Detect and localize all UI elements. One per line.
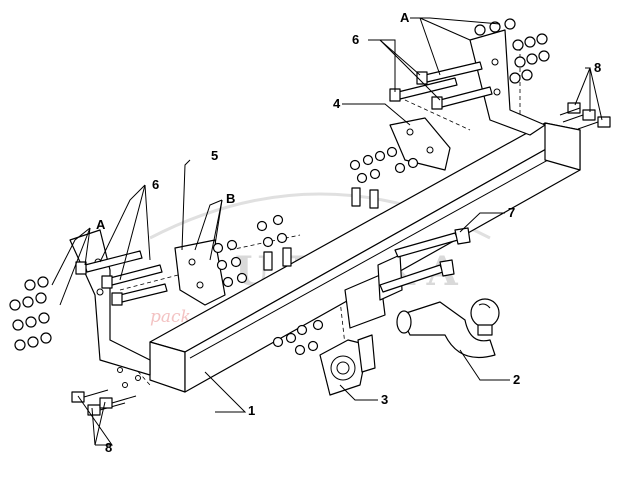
callout-a-left: A: [96, 217, 106, 232]
callout-4: 4: [333, 96, 341, 111]
leader-lines: [51, 17, 603, 446]
socket-plate: [319, 334, 376, 396]
callout-6-left: 6: [152, 177, 159, 192]
callout-8-right: 8: [594, 60, 601, 75]
callout-a-right: A: [400, 10, 410, 25]
callout-2: 2: [513, 372, 520, 387]
towball-bolts: [379, 227, 471, 293]
nuts-washers-left: [9, 276, 52, 351]
callout-b: B: [226, 191, 235, 206]
bolts-short-left: [71, 389, 137, 416]
nuts-washers-4: [349, 146, 419, 209]
bolts-right: [389, 61, 493, 110]
main-crossbeam: [149, 122, 581, 393]
callout-1: 1: [248, 403, 255, 418]
callout-5: 5: [211, 148, 218, 163]
nuts-washers-right: [474, 18, 550, 84]
callout-labels: 1 2 3 4 5 6 6 7 8 8 A A B: [96, 10, 601, 455]
callout-6-right: 6: [352, 32, 359, 47]
bolts-left: [75, 250, 168, 306]
callout-3: 3: [381, 392, 388, 407]
towball-neck: [396, 298, 500, 359]
callout-7: 7: [508, 205, 515, 220]
callout-8-left: 8: [105, 440, 112, 455]
bolts-short-right: [559, 102, 611, 130]
inner-bracket-plate-right: [389, 117, 451, 171]
right-side-bracket: [469, 29, 546, 136]
nuts-washers-b: [212, 214, 292, 288]
inner-bracket-plate-left: [174, 239, 226, 306]
nuts-washers-socket: [272, 319, 324, 356]
